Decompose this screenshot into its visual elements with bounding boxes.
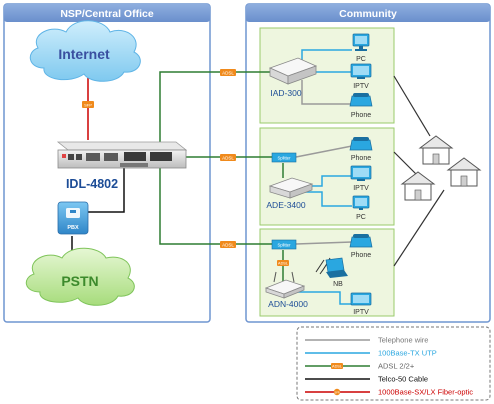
adn-splitter-label: Splitter	[277, 243, 291, 248]
ade-splitter: Splitter	[271, 152, 297, 163]
iad-phone-label: Phone	[351, 112, 371, 119]
iad-300-device	[268, 57, 318, 85]
adn-splitter: Splitter	[271, 239, 297, 250]
pbx-label: PBX	[67, 225, 79, 231]
adn-notebook-icon	[325, 257, 348, 278]
central-office-title: NSP/Central Office	[60, 8, 154, 20]
telco-cable-pbx	[88, 168, 125, 213]
legend-label-utp: 100Base-TX UTP	[378, 349, 437, 358]
ade-pc-icon	[352, 195, 370, 210]
iad-phone-icon	[349, 93, 373, 107]
iad-iptv-label: IPTV	[353, 83, 369, 90]
adn-iptv-icon	[350, 292, 372, 306]
legend-label-telco: Telco-50 Cable	[378, 375, 428, 384]
house-icon-2	[446, 157, 482, 187]
adn-adsl-tag: ADSL	[277, 260, 289, 266]
adsl-line-iad	[159, 71, 276, 150]
pbx-device: PBX	[57, 201, 89, 235]
sfp-tag-label: SFP	[84, 103, 92, 108]
house-wire-3	[393, 189, 445, 267]
legend-label-fiber: 1000Base-SX/LX Fiber-optic	[378, 388, 473, 397]
pstn-cloud: PSTN	[25, 247, 135, 306]
adn-iptv-label: IPTV	[353, 309, 369, 316]
ade-pc-label: PC	[356, 214, 366, 221]
community-title: Community	[339, 8, 397, 20]
ade-utp-pc	[304, 191, 352, 207]
adsl-tag-ade-label: ADSL	[222, 156, 234, 161]
adn-phone-label: Phone	[351, 252, 371, 259]
idl-4802-device	[56, 141, 188, 169]
ade-utp-iptv	[304, 175, 352, 187]
ade-3400-device	[268, 177, 314, 199]
legend-label-adsl: ADSL 2/2+	[378, 362, 415, 371]
internet-cloud: Internet	[29, 20, 141, 82]
legend-label-telephone: Telephone wire	[378, 336, 428, 345]
adsl-tag-iad-label: ADSL	[222, 71, 234, 76]
ade-phone-label: Phone	[351, 155, 371, 162]
house-icon-1	[418, 135, 454, 165]
ade-splitter-label: Splitter	[277, 156, 291, 161]
iad-pc-icon	[352, 33, 370, 51]
sfp-tag: SFP	[82, 101, 94, 108]
adsl-tag-adn-label: ADSL	[222, 243, 234, 248]
house-wire-1	[393, 75, 431, 137]
iad-iptv-icon	[350, 63, 372, 79]
legend-tag-fiber: SFP	[334, 390, 339, 394]
legend-tag-adsl: ADSL	[332, 365, 342, 369]
ade-3400-label: ADE-3400	[266, 200, 305, 210]
adn-4000-device	[264, 271, 306, 299]
adn-notebook-label: NB	[333, 281, 343, 288]
adn-phone-wire	[295, 241, 353, 245]
ade-iptv-label: IPTV	[353, 185, 369, 192]
iad-300-label: IAD-300	[270, 88, 301, 98]
iad-pc-label: PC	[356, 56, 366, 63]
adsl-tag-ade: ADSL	[220, 154, 236, 161]
adsl-tag-adn: ADSL	[220, 241, 236, 248]
adn-utp-iptv	[292, 291, 352, 305]
adsl-tag-iad: ADSL	[220, 69, 236, 76]
adn-phone-icon	[349, 234, 373, 248]
legend: Telephone wire 100Base-TX UTP ADSL ADSL …	[296, 326, 491, 401]
adn-adsl-tag-label: ADSL	[278, 262, 288, 266]
adn-4000-label: ADN-4000	[268, 299, 308, 309]
ade-phone-icon	[349, 137, 373, 151]
ade-iptv-icon	[350, 165, 372, 181]
pstn-label: PSTN	[61, 273, 98, 289]
idl-4802-label: IDL-4802	[66, 177, 118, 191]
iad-phone-wire	[301, 80, 352, 105]
ade-phone-wire	[295, 145, 353, 158]
house-icon-3	[400, 171, 436, 201]
internet-label: Internet	[58, 46, 110, 62]
